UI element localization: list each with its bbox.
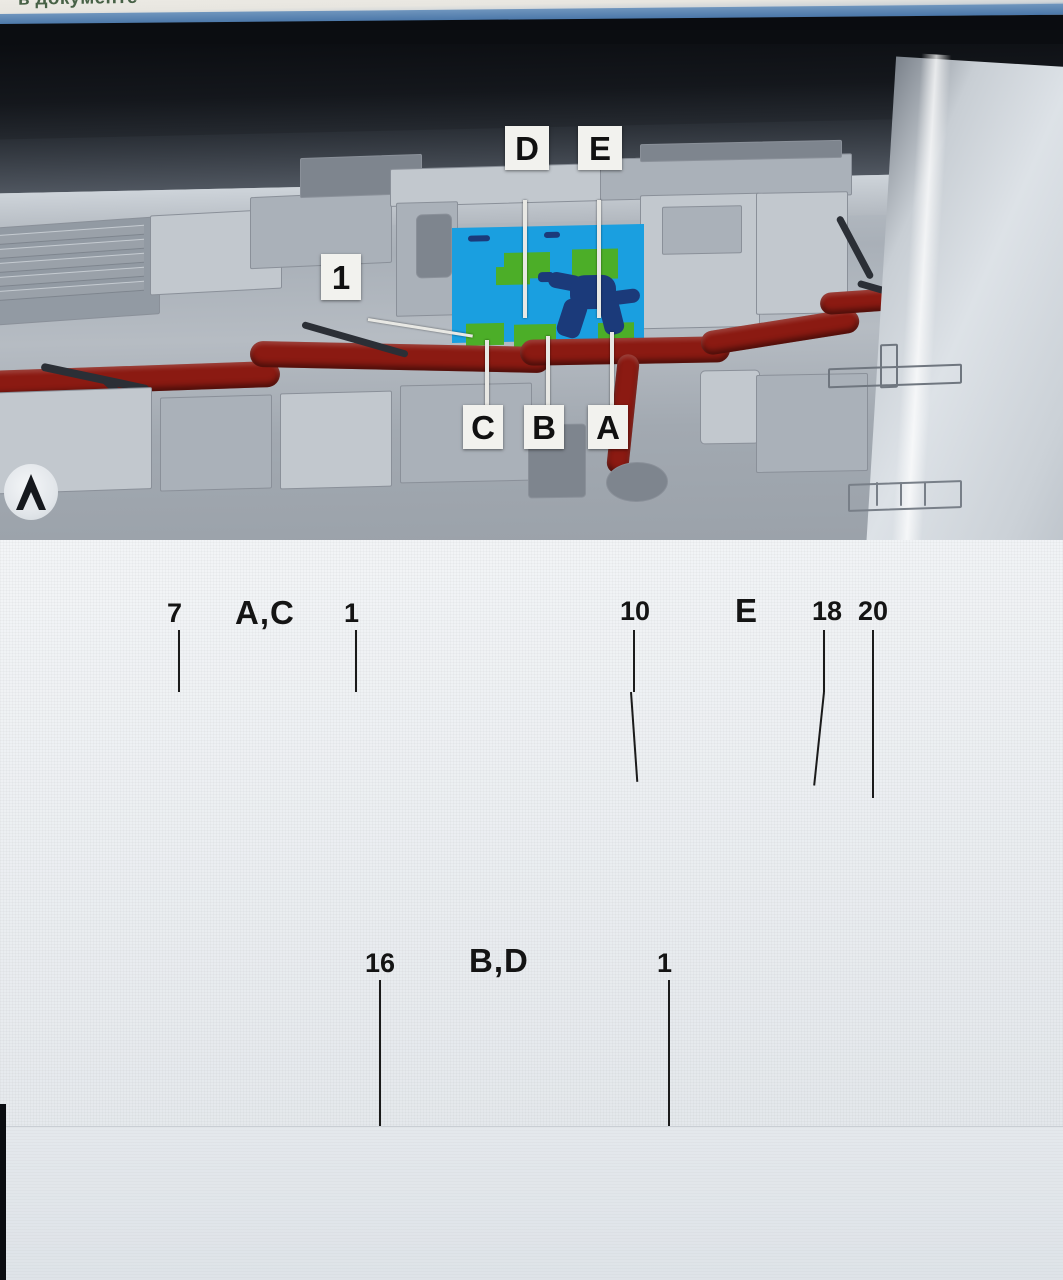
module-right-sub: [662, 205, 742, 255]
label-e-20: 20: [858, 596, 889, 626]
callout-b: B: [524, 405, 564, 449]
label-bd-16: 16: [365, 948, 396, 978]
highlight-region: [452, 223, 644, 347]
leader-line-e: [597, 200, 601, 318]
callout-1: 1: [321, 254, 361, 300]
label-e-title: E: [735, 592, 758, 629]
leader-line-c: [485, 340, 489, 436]
embossed-tick: [924, 481, 926, 507]
module-slot-dark: [416, 213, 452, 279]
navigation-arrow-icon: [4, 464, 58, 520]
page-footer: ‹: [0, 1126, 1063, 1280]
label-bd-title: B,D: [469, 942, 529, 979]
module-lower-5: [700, 369, 760, 445]
module-lower-3: [280, 390, 392, 490]
leader-line-b: [546, 336, 550, 436]
leader-e-10a: [633, 630, 635, 692]
leader-bd-16: [379, 980, 381, 1132]
leader-e-10b: [630, 691, 639, 782]
label-ac-title: A,C: [235, 594, 295, 631]
label-e-18: 18: [812, 596, 843, 626]
module-lower-2: [160, 394, 272, 492]
harness-wire: [554, 296, 590, 341]
diagram-page: 7 A,C 1 17 15 14 8: [0, 540, 1063, 1280]
callout-c: C: [463, 405, 503, 449]
leader-line-d: [523, 200, 527, 318]
label-ac-7: 7: [167, 598, 183, 628]
leader-e-18b: [813, 691, 825, 786]
harness-wire: [468, 235, 490, 242]
label-ac-1: 1: [344, 598, 360, 628]
embossed-tick: [876, 481, 878, 507]
callout-a: A: [588, 405, 628, 449]
harness-wire: [544, 231, 560, 239]
leader-bd-1: [668, 980, 670, 1132]
embossed-mark-2: [880, 343, 898, 389]
label-bd-1: 1: [657, 948, 673, 978]
leader-line-a: [610, 332, 614, 436]
module-center-top: [390, 163, 602, 207]
label-e-10: 10: [620, 596, 651, 626]
leader-e-18a: [823, 630, 825, 692]
embossed-tick: [900, 481, 902, 507]
cut-off-page-text: в документе: [18, 0, 138, 11]
module-lower-6: [756, 373, 868, 473]
screen-bezel-left: [0, 1104, 6, 1280]
leader-ac-1: [355, 630, 357, 692]
leader-ac-7: [178, 630, 180, 692]
right-diagonal-panel: [864, 56, 1063, 542]
callout-e: E: [578, 126, 622, 170]
fuse-box-photo: D E 1 C B A: [0, 44, 1063, 542]
callout-d: D: [505, 126, 549, 170]
leader-e-20: [872, 630, 874, 798]
embossed-mark-3: [848, 480, 962, 512]
